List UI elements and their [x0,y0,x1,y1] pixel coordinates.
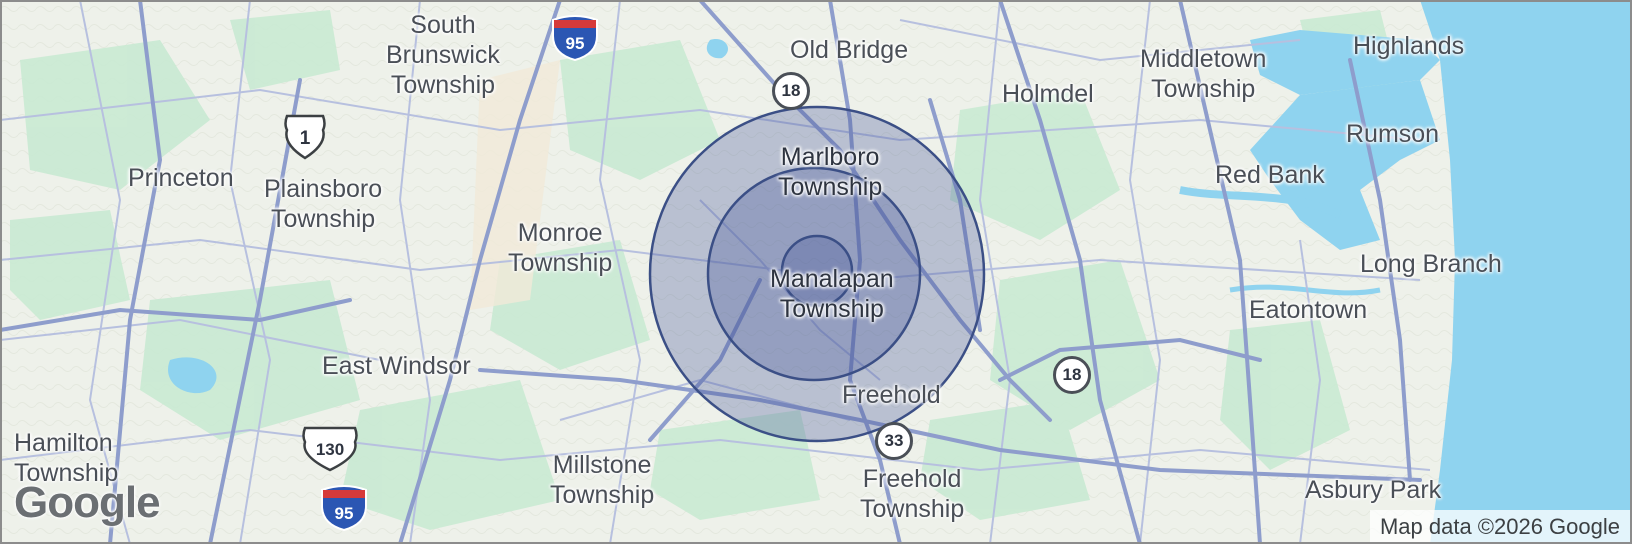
route-number: 18 [781,81,801,100]
interstate-shield-i95-south: 95 [321,485,367,532]
ocean [1420,0,1632,544]
river [1179,186,1342,219]
bay [1250,80,1440,250]
sand-area [470,60,560,310]
radius-overlay [648,105,986,443]
svg-text:95: 95 [566,34,585,53]
map-attribution[interactable]: Map data ©2026 Google [1369,510,1632,544]
bay-inlet [1250,30,1440,95]
state-route-shield-18-north: 18 [772,72,810,110]
svg-text:130: 130 [316,440,344,459]
river-2 [1229,284,1381,296]
state-route-shield-18-east: 18 [1053,356,1091,394]
route-number: 18 [1062,365,1082,384]
major-roads [0,0,1422,544]
lake [168,357,217,394]
radius-ring-outer [648,105,986,443]
radius-ring-middle [706,166,922,382]
us-route-shield-1: 1 [284,114,326,160]
svg-text:1: 1 [300,128,311,149]
interstate-shield-i95-north: 95 [552,15,598,62]
state-route-shield-33: 33 [875,422,913,460]
google-logo: Google [14,478,161,527]
us-route-shield-130: 130 [302,426,358,472]
lake-2 [706,39,729,59]
route-number: 33 [884,431,904,450]
radius-ring-inner [780,234,854,308]
svg-text:95: 95 [335,504,354,523]
